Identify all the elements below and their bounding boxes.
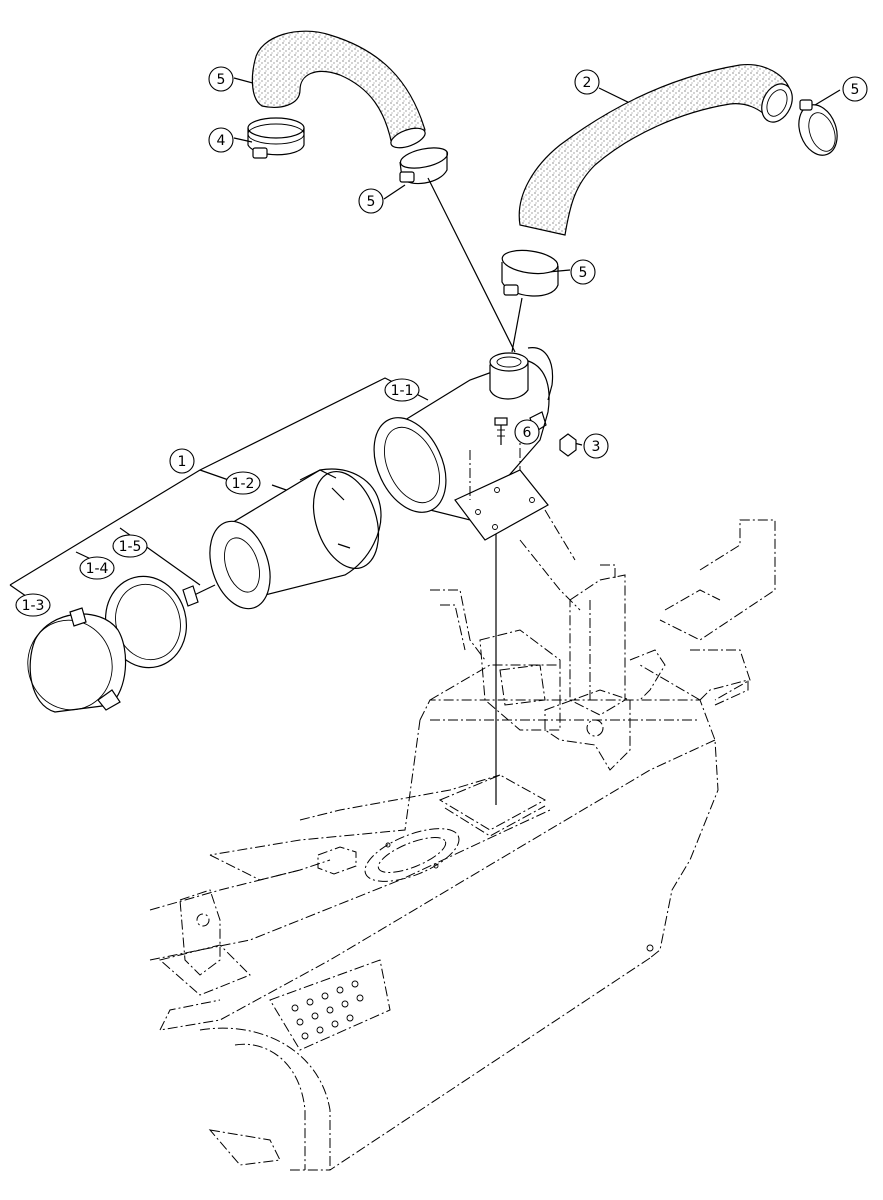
callout-6-label: 6 [523, 425, 532, 441]
wing-bolt-1-5 [182, 584, 216, 607]
callout-2: 2 [574, 69, 600, 95]
callout-1-5-label: 1-5 [119, 539, 142, 555]
callout-5-label: 5 [367, 194, 376, 210]
callout-5-label: 4 [217, 133, 226, 149]
hose-clamp-a [247, 117, 305, 159]
bolt-6 [494, 417, 508, 445]
intake-hose-2 [518, 63, 793, 236]
callout-3: 5 [208, 66, 234, 92]
end-cap-1-3 [27, 607, 127, 713]
callout-1-label: 1 [178, 454, 187, 470]
callout-5d: 5 [570, 259, 596, 285]
nut-4 [559, 433, 577, 457]
callout-1-2: 1-2 [225, 471, 261, 495]
callout-5-label: 5 [579, 265, 588, 281]
callout-1-4: 1-4 [79, 556, 115, 580]
callout-1-1-label: 1-1 [391, 383, 414, 399]
callout-3-label: 5 [217, 72, 226, 88]
callout-1-3: 1-3 [15, 593, 51, 617]
machine-frame [149, 509, 776, 1171]
callout-2-label: 2 [583, 75, 592, 91]
callout-4: 3 [583, 433, 609, 459]
callout-1-5: 1-5 [112, 534, 148, 558]
hose-clamp-d [798, 99, 838, 156]
callout-5a: 4 [208, 127, 234, 153]
callout-4-label: 3 [592, 439, 601, 455]
callout-6: 6 [514, 419, 540, 445]
air-cleaner-body-1-1 [373, 347, 554, 541]
callout-1: 1 [169, 448, 195, 474]
callout-5-label: 5 [851, 82, 860, 98]
callout-5b: 5 [358, 188, 384, 214]
inlet-hose-3 [251, 30, 426, 149]
callout-5c: 5 [842, 76, 868, 102]
hose-clamp-c [501, 249, 559, 297]
step-plate-holes [291, 842, 654, 1040]
callout-1-2-label: 1-2 [232, 476, 255, 492]
filter-element-1-2 [209, 468, 382, 610]
hose-clamp-b [399, 147, 449, 185]
callout-1-4-label: 1-4 [86, 561, 109, 577]
callout-1-3-label: 1-3 [22, 598, 45, 614]
callout-1-1: 1-1 [384, 378, 420, 402]
